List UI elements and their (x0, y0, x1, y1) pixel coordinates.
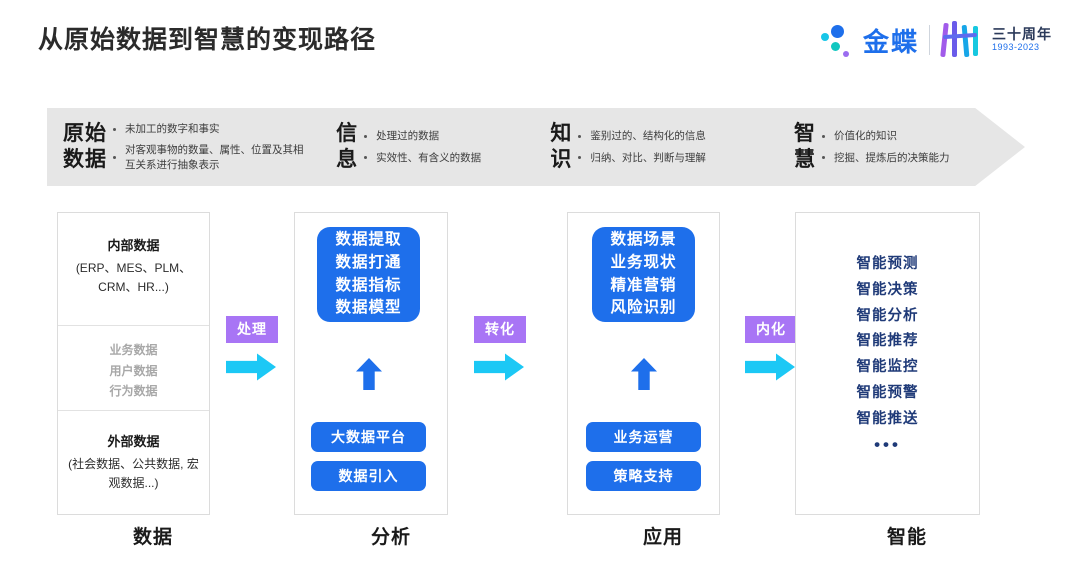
bullet-dot-icon (113, 156, 116, 160)
stage-bullet: 实效性、有含义的数据 (376, 151, 482, 164)
stage-name: 信 息 (336, 122, 359, 171)
internal-data-section: 内部数据 (ERP、MES、PLM、CRM、HR...) (58, 213, 209, 325)
connector-transformation: 转化 (474, 316, 534, 381)
bullet-dot-icon (822, 134, 826, 138)
connector-label: 内化 (745, 316, 797, 343)
up-arrow-icon (631, 358, 657, 390)
internal-data-title: 内部数据 (107, 238, 160, 253)
application-main-block: 数据场景 业务现状 精准营销 风险识别 (592, 227, 695, 322)
stage-bullet: 归纳、对比、判断与理解 (590, 151, 706, 164)
stage-bullet: 未加工的数字和事实 (125, 123, 220, 136)
connector-processing: 处理 (226, 316, 286, 381)
external-data-title: 外部数据 (107, 434, 160, 449)
ellipsis-indicator: ••• (874, 434, 901, 454)
application-pill-strategy-support[interactable]: 策略支持 (586, 461, 701, 491)
list-item: 智能推荐 (856, 333, 919, 350)
right-arrow-icon (474, 353, 524, 381)
stage-name: 智 慧 (794, 122, 817, 171)
page-title: 从原始数据到智慧的变现路径 (38, 26, 377, 54)
anniversary-years: 1993-2023 (992, 41, 1040, 52)
list-item: 行为数据 (109, 384, 158, 399)
stage-bullet: 挖掘、提炼后的决策能力 (834, 151, 950, 164)
connector-internalization: 内化 (745, 316, 805, 381)
bullet-dot-icon (822, 156, 826, 160)
up-arrow-icon (356, 358, 382, 390)
application-pill-business-operation[interactable]: 业务运营 (586, 422, 701, 452)
list-item: 业务数据 (109, 343, 158, 357)
kingdee-dots-icon (819, 23, 853, 57)
intelligence-list: 智能预测 智能决策 智能分析 智能推荐 智能监控 智能预警 智能推送 ••• (795, 252, 980, 456)
stage-bullets: 鉴别过的、结构化的信息 归纳、对比、判断与理解 (578, 129, 706, 164)
stage-bullets: 价值化的知识 挖掘、提炼后的决策能力 (822, 129, 950, 164)
list-item: 智能预测 (856, 256, 919, 272)
anniversary-mark-icon (940, 21, 982, 59)
analysis-pill-data-ingest[interactable]: 数据引入 (311, 461, 426, 491)
banner-stage-raw-data: 原始 数据 未加工的数字和事实 对客观事物的数量、属性、位置及其相互关系进行抽象… (47, 108, 336, 186)
data-types-section: 业务数据 用户数据 行为数据 (58, 325, 209, 411)
anniversary-label: 三十周年 (992, 26, 1052, 43)
list-item: 智能分析 (856, 307, 919, 324)
list-item: 智能监控 (856, 359, 919, 376)
list-item: 智能推送 (856, 410, 919, 427)
analysis-main-block: 数据提取 数据打通 数据指标 数据模型 (317, 227, 420, 322)
brand-name: 金蝶 (862, 26, 919, 57)
stage-bullet: 鉴别过的、结构化的信息 (590, 130, 706, 143)
column-card-data: 内部数据 (ERP、MES、PLM、CRM、HR...) 业务数据 用户数据 行… (57, 212, 210, 515)
connector-label: 转化 (474, 316, 526, 343)
bullet-dot-icon (578, 134, 582, 138)
brand-logo: 金蝶 三十周年 1993-2023 (819, 18, 1052, 62)
external-data-section: 外部数据 (社会数据、公共数据, 宏观数据...) (58, 411, 209, 516)
anniversary-text: 三十周年 1993-2023 (992, 26, 1052, 52)
list-item: 智能预警 (856, 384, 919, 401)
stage-bullet: 处理过的数据 (376, 130, 440, 143)
bullet-dot-icon (364, 156, 368, 160)
brand-divider (929, 25, 930, 55)
banner-stage-information: 信 息 处理过的数据 实效性、有含义的数据 (336, 108, 550, 186)
bullet-dot-icon (113, 127, 116, 131)
right-arrow-icon (226, 353, 276, 381)
stage-bullets: 处理过的数据 实效性、有含义的数据 (364, 129, 481, 164)
column-card-intelligence (795, 212, 980, 515)
banner-stage-knowledge: 知 识 鉴别过的、结构化的信息 归纳、对比、判断与理解 (550, 108, 794, 186)
stage-name: 原始 数据 (63, 122, 107, 171)
connector-label: 处理 (226, 316, 278, 343)
stage-banner: 原始 数据 未加工的数字和事实 对客观事物的数量、属性、位置及其相互关系进行抽象… (47, 108, 1025, 186)
list-item: 智能决策 (856, 281, 919, 298)
stage-bullet: 对客观事物的数量、属性、位置及其相互关系进行抽象表示 (125, 144, 304, 171)
bullet-dot-icon (578, 156, 582, 160)
list-item: 用户数据 (109, 363, 158, 378)
banner-stage-wisdom: 智 慧 价值化的知识 挖掘、提炼后的决策能力 (794, 108, 965, 186)
analysis-pill-bigdata-platform[interactable]: 大数据平台 (311, 422, 426, 452)
external-data-subtitle: (社会数据、公共数据, 宏观数据...) (68, 457, 199, 490)
internal-data-subtitle: (ERP、MES、PLM、CRM、HR...) (75, 261, 192, 294)
stage-bullet: 价值化的知识 (834, 130, 898, 143)
stage-bullets: 未加工的数字和事实 对客观事物的数量、属性、位置及其相互关系进行抽象表示 (113, 122, 310, 172)
right-arrow-icon (745, 353, 795, 381)
stage-name: 知 识 (550, 122, 573, 171)
bullet-dot-icon (364, 134, 368, 138)
